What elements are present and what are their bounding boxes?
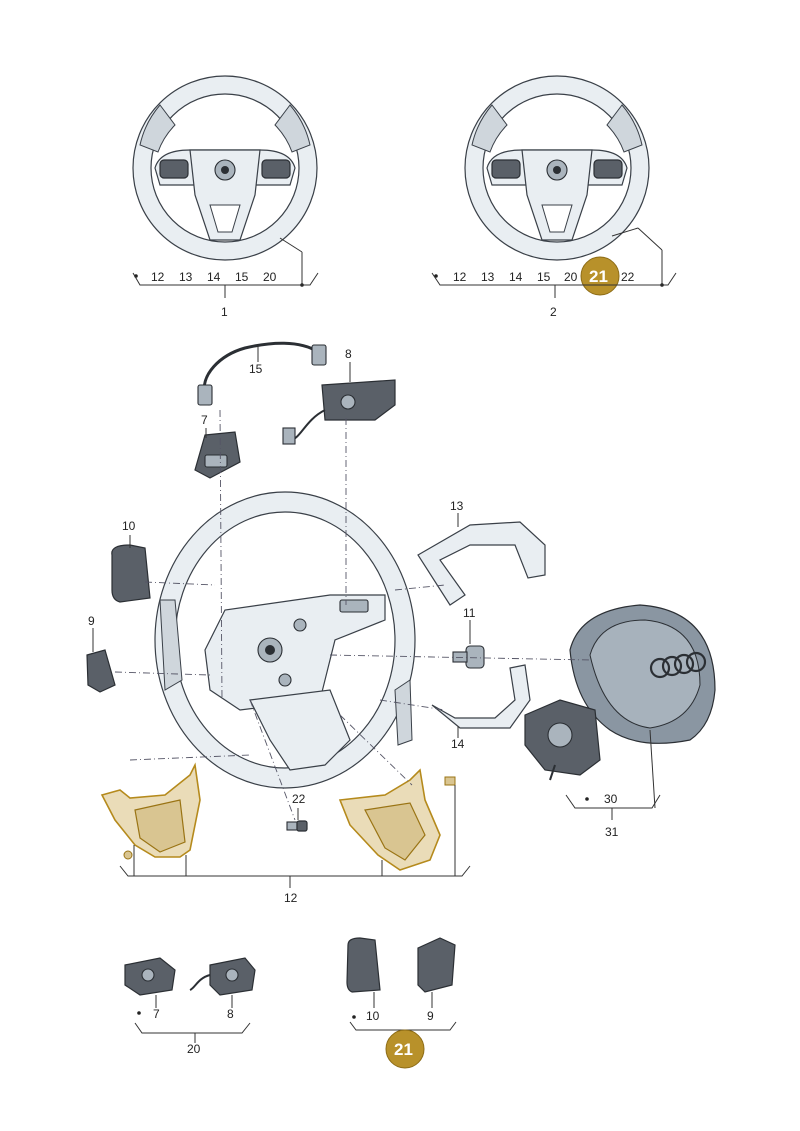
part-15-wiring-harness: 15 [197, 341, 327, 406]
callout-14: 14 [207, 270, 221, 284]
callout-11: 11 [463, 606, 476, 620]
callout-9: 9 [88, 614, 95, 628]
badge-21[interactable] [385, 1029, 425, 1069]
assembly-2-callouts: 12 13 14 15 20 21 22 2 [431, 256, 677, 319]
main-steering-wheel [154, 491, 416, 789]
badge-21-label: 21 [394, 1040, 413, 1059]
callout-7: 7 [153, 1007, 160, 1021]
part-8-right-switch: 8 [282, 347, 396, 445]
callout-22: 22 [292, 792, 306, 806]
callout-15: 15 [249, 362, 263, 376]
callout-8: 8 [345, 347, 352, 361]
callout-15: 15 [235, 270, 249, 284]
part-30-clock-spring [524, 699, 601, 781]
part-22-screw: 22 [286, 792, 308, 832]
assembly-guide-lines [114, 409, 591, 821]
callout-20: 20 [263, 270, 277, 284]
callout-10: 10 [366, 1009, 380, 1023]
callout-15: 15 [537, 270, 551, 284]
callout-13: 13 [450, 499, 464, 513]
badge-21-paddles: 10 9 21 [346, 937, 457, 1069]
callout-8: 8 [227, 1007, 234, 1021]
part-10-paddle: 10 [111, 519, 151, 603]
rings-logo-icon [649, 651, 707, 679]
part-12-left-cover[interactable] [100, 762, 201, 860]
part-11-bolt: 11 [452, 606, 485, 669]
callout-12: 12 [284, 891, 298, 905]
callout-10: 10 [122, 519, 136, 533]
assembly-1-callouts: 12 13 14 15 20 1 [132, 270, 319, 319]
part-12-right-cover[interactable] [338, 768, 456, 871]
part-7-left-switch: 7 [194, 413, 241, 479]
badge-21-label: 21 [589, 267, 608, 286]
steering-wheel-assembly-2 [464, 75, 663, 285]
part-9-paddle: 9 [86, 614, 116, 693]
assembly-20-switches: 7 8 20 [124, 957, 256, 1056]
assembly-number-2: 2 [550, 305, 557, 319]
callout-30: 30 [604, 792, 618, 806]
parts-30-31-callouts: 30 31 [565, 792, 661, 839]
callout-22: 22 [621, 270, 635, 284]
assembly-number-20: 20 [187, 1042, 201, 1056]
callout-13: 13 [179, 270, 193, 284]
assembly-number-1: 1 [221, 305, 228, 319]
callout-13: 13 [481, 270, 495, 284]
exploded-view: 15 8 7 10 9 [86, 341, 716, 905]
callout-9: 9 [427, 1009, 434, 1023]
callout-14: 14 [509, 270, 523, 284]
part-31-airbag [569, 604, 716, 809]
part-13-upper-trim: 13 [417, 499, 546, 606]
callout-7: 7 [201, 413, 208, 427]
steering-wheel-assembly-1 [132, 75, 318, 285]
callout-12: 12 [151, 270, 165, 284]
callout-12: 12 [453, 270, 467, 284]
callout-20: 20 [564, 270, 578, 284]
part-12-callouts: 12 [119, 785, 471, 905]
part-14-lower-trim: 14 [431, 664, 531, 751]
callout-14: 14 [451, 737, 465, 751]
callout-31: 31 [605, 825, 619, 839]
